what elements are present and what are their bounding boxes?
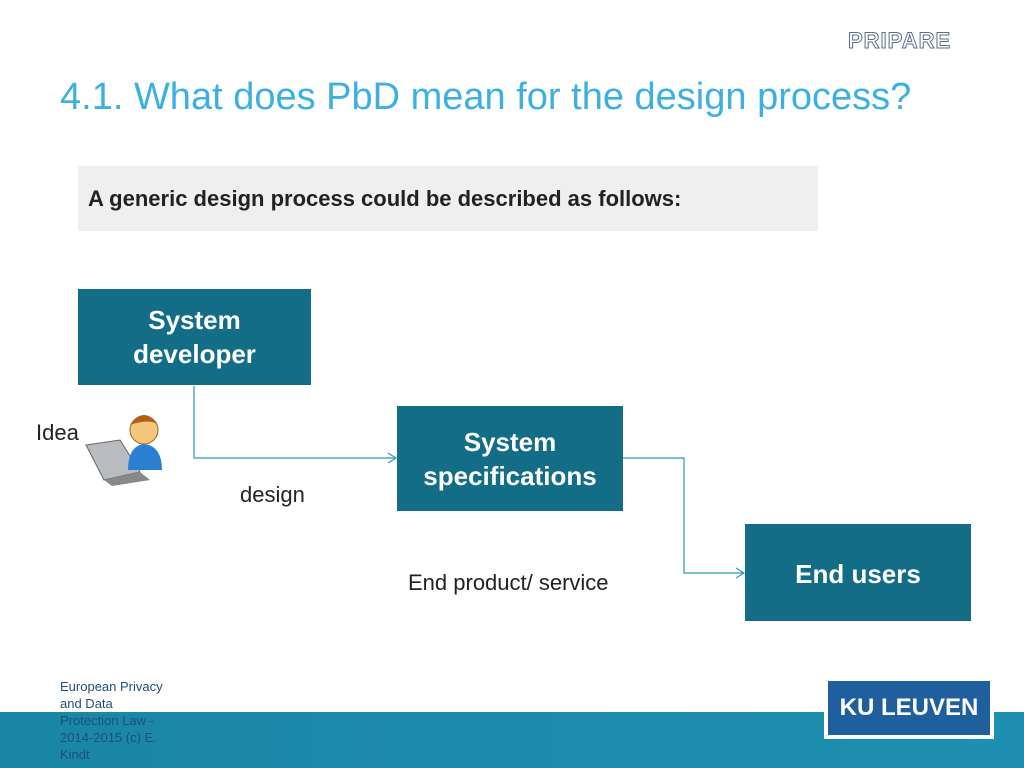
arrow-design <box>193 386 396 459</box>
intro-text: A generic design process could be descri… <box>88 186 682 211</box>
system-developer-box: System developer <box>78 289 311 385</box>
ku-leuven-logo: KU LEUVEN <box>824 677 994 739</box>
user-with-laptop-icon <box>85 415 162 486</box>
slide-title: 4.1. What does PbD mean for the design p… <box>60 76 912 118</box>
arrow-end-product <box>623 457 744 574</box>
footer-copyright: European Privacy and Data Protection Law… <box>60 679 163 762</box>
pripare-logo: PRIPARE <box>847 28 952 54</box>
design-label: design <box>240 482 305 507</box>
end-users-box: End users <box>745 524 971 621</box>
intro-box: A generic design process could be descri… <box>78 166 818 231</box>
system-specifications-box: System specifications <box>397 406 623 511</box>
idea-label: Idea <box>36 420 79 445</box>
end-product-label: End product/ service <box>408 570 609 595</box>
